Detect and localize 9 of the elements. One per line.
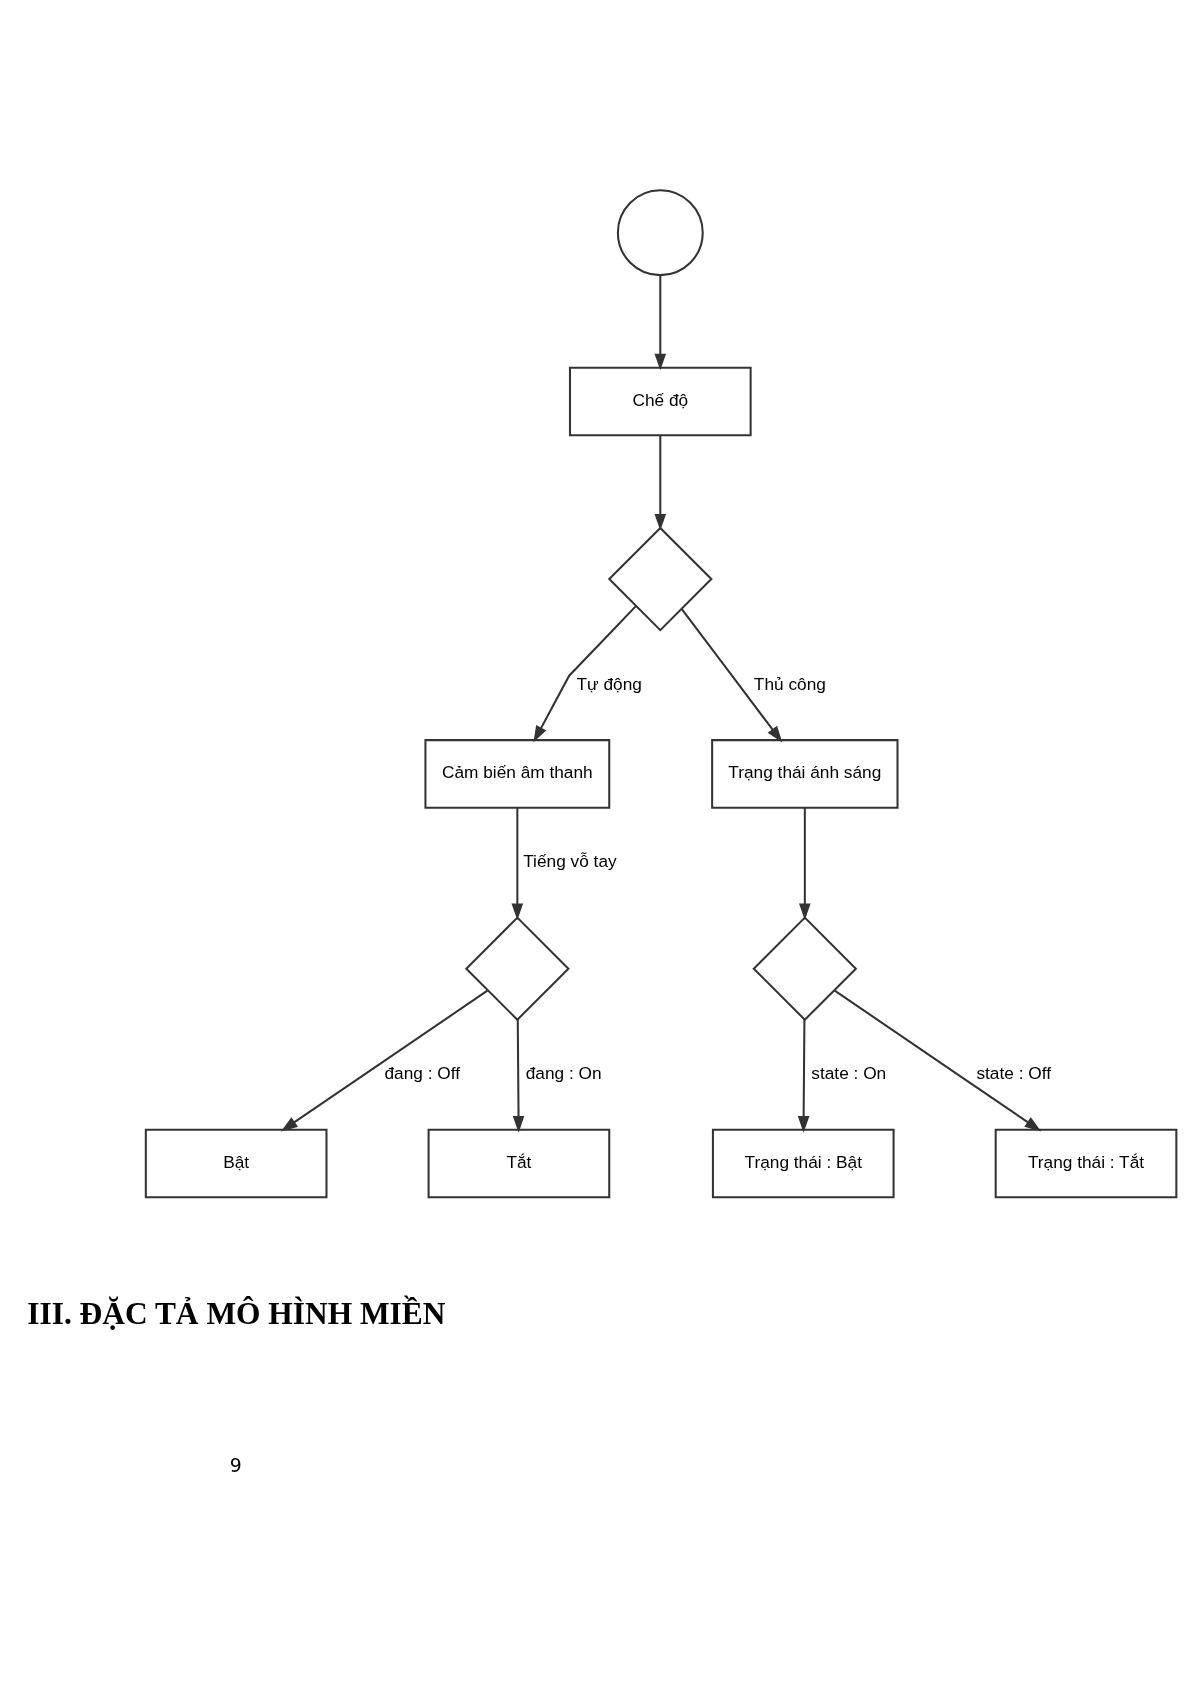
edge-label: đang : On: [525, 1062, 602, 1083]
edge-label: Thủ công: [753, 673, 826, 694]
edge-label: đang : Off: [384, 1062, 461, 1083]
edge-label: Tiếng vỗ tay: [523, 850, 617, 871]
edge-label: Tự động: [576, 673, 642, 694]
edge-label: state : On: [811, 1062, 887, 1083]
edge-label: state : Off: [976, 1062, 1051, 1083]
label: III. ĐẶC TẢ MÔ HÌNH MIỀN: [27, 1295, 446, 1331]
label: 9: [229, 1454, 242, 1476]
